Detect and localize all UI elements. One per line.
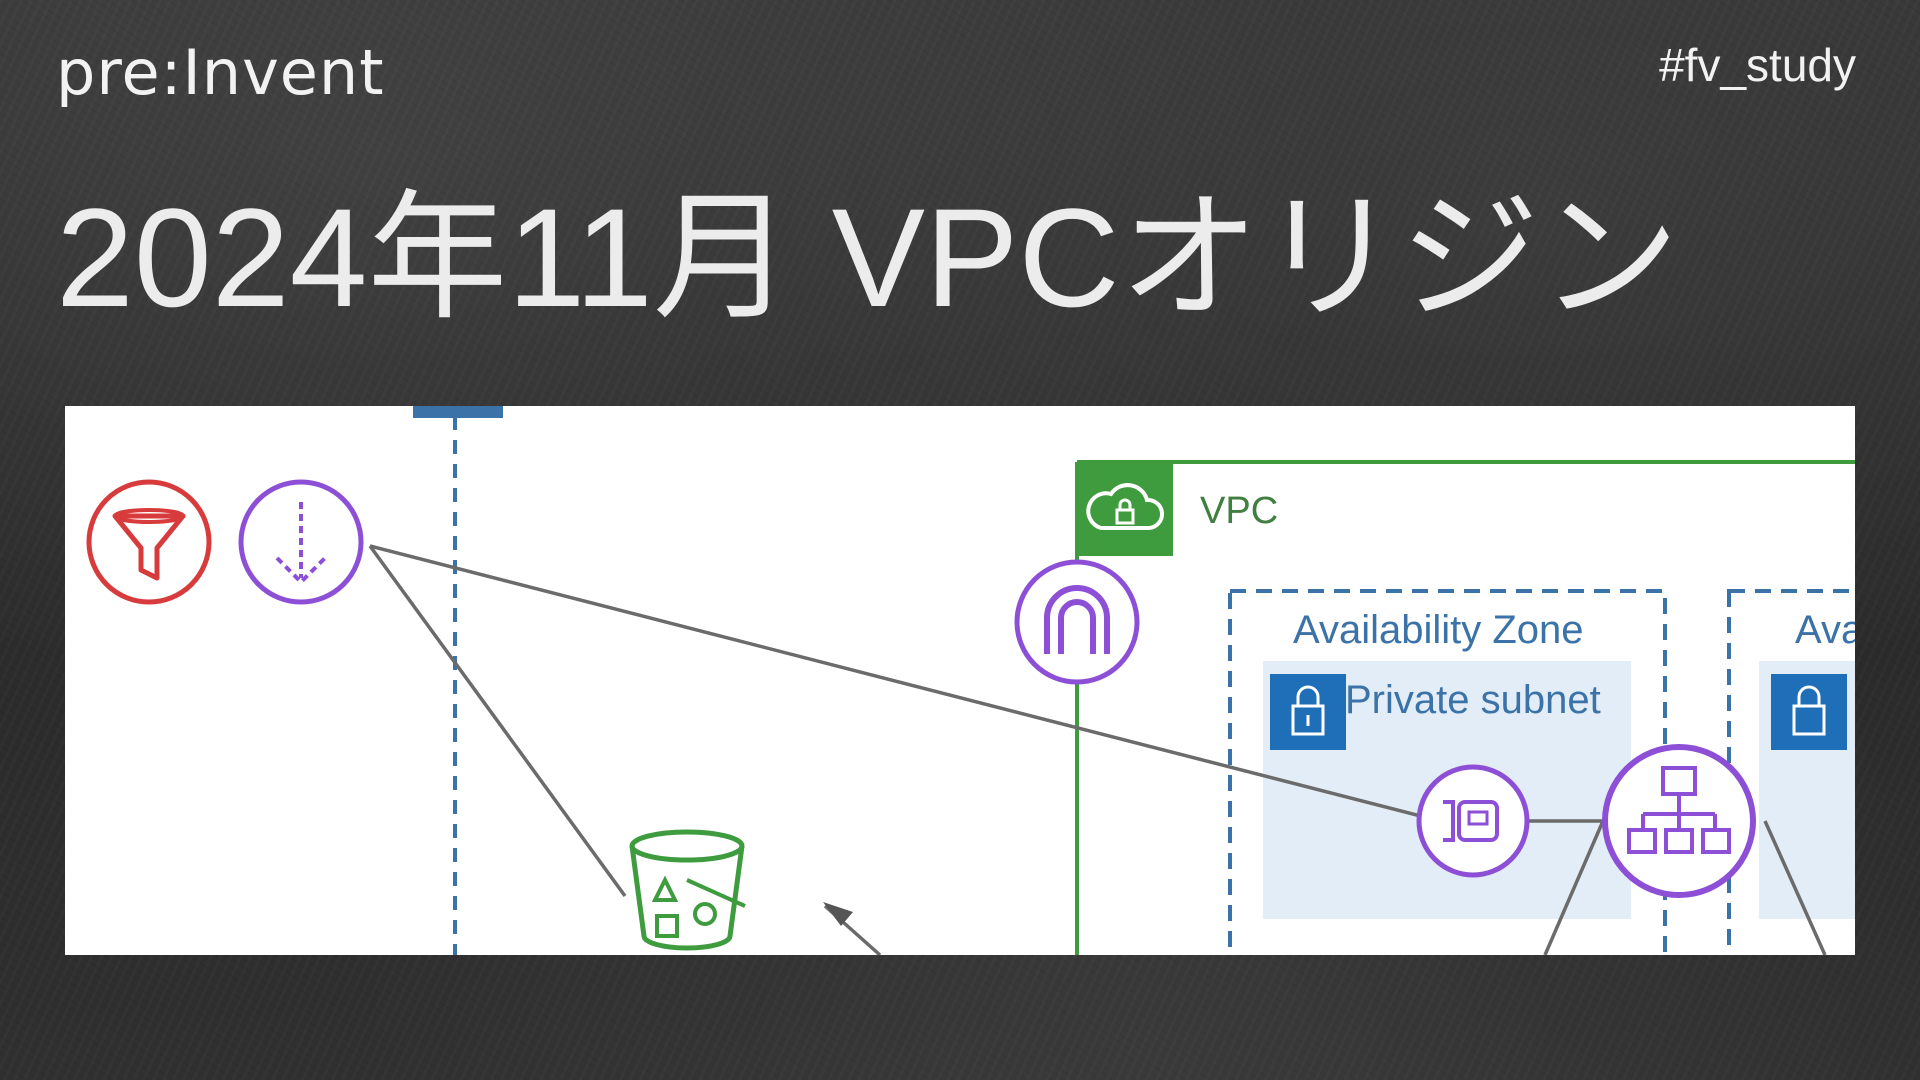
slide-title: 2024年11月 VPCオリジン	[56, 179, 1680, 336]
vpc-label: VPC	[1200, 490, 1279, 532]
internet-gateway-icon	[1014, 559, 1140, 685]
subnet-lock-icon-2	[1771, 674, 1847, 750]
cut-off-tab	[413, 406, 503, 418]
architecture-diagram: VPC Availability Zone Ava Private subnet	[65, 406, 1855, 955]
availability-zone-label-cut: Ava	[1795, 608, 1855, 652]
vpc-cloud-lock-icon	[1077, 462, 1173, 556]
cloudfront-filter-icon	[86, 479, 212, 605]
private-subnet-label: Private subnet	[1345, 678, 1601, 722]
brand-label: pre:Invent	[56, 36, 385, 109]
network-interface-icon	[1416, 764, 1530, 878]
subnet-lock-icon	[1270, 674, 1346, 750]
diagram-canvas	[86, 406, 1855, 955]
s3-bucket-icon	[629, 829, 746, 951]
hashtag-label: #fv_study	[1659, 39, 1856, 91]
arrow-head-icon	[823, 902, 853, 926]
connector-lines	[368, 544, 1827, 955]
load-balancer-icon	[1602, 744, 1756, 898]
availability-zone-label: Availability Zone	[1293, 608, 1584, 652]
download-arrow-icon	[238, 479, 364, 605]
